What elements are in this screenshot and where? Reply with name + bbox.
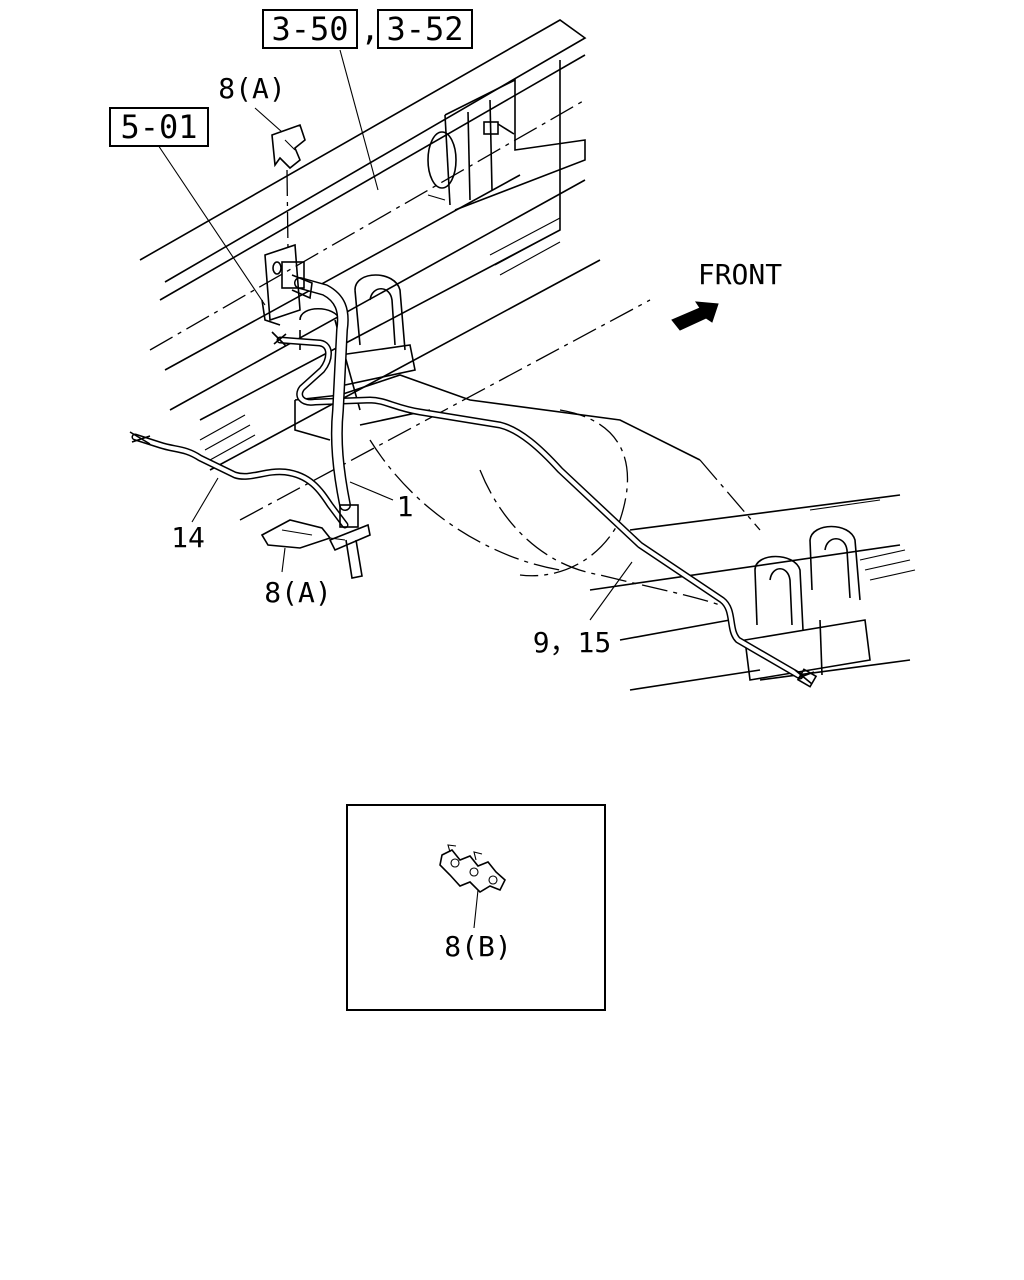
rear-axle <box>294 374 916 691</box>
callout-clip-inset: 8(B) <box>444 930 511 963</box>
u-bolt-right <box>744 525 871 681</box>
ref-box-3-52 <box>377 9 473 49</box>
ref-box-3-50 <box>262 9 358 49</box>
clip-inset <box>439 844 506 894</box>
clip-top <box>271 123 306 251</box>
callout-hose: 1 <box>397 490 414 523</box>
front-arrow-icon <box>671 301 719 331</box>
callout-pipe-main: 9，15 <box>533 626 612 659</box>
callout-clip-top: 8(A) <box>218 72 285 105</box>
ref-separator: , <box>360 10 379 48</box>
front-label: FRONT <box>698 258 782 291</box>
inset-leader <box>473 889 479 929</box>
flex-hose <box>294 277 371 579</box>
brake-pipe-main <box>271 331 818 688</box>
frame-rail <box>139 19 651 521</box>
cross-member <box>427 78 586 211</box>
ref-label-3-50: 3-50 <box>271 10 348 48</box>
ref-label-5-01: 5-01 <box>120 108 197 146</box>
bracket <box>261 243 313 326</box>
brake-pipe-left <box>129 431 349 529</box>
callout-clip-bottom: 8(A) <box>264 576 331 609</box>
inset-detail: 8(B) <box>346 804 606 1011</box>
leader-lines <box>157 49 633 621</box>
ref-label-3-52: 3-52 <box>386 10 463 48</box>
callout-pipe-left: 14 <box>171 521 205 554</box>
clip-bottom <box>260 519 346 549</box>
ref-box-5-01 <box>109 107 209 147</box>
